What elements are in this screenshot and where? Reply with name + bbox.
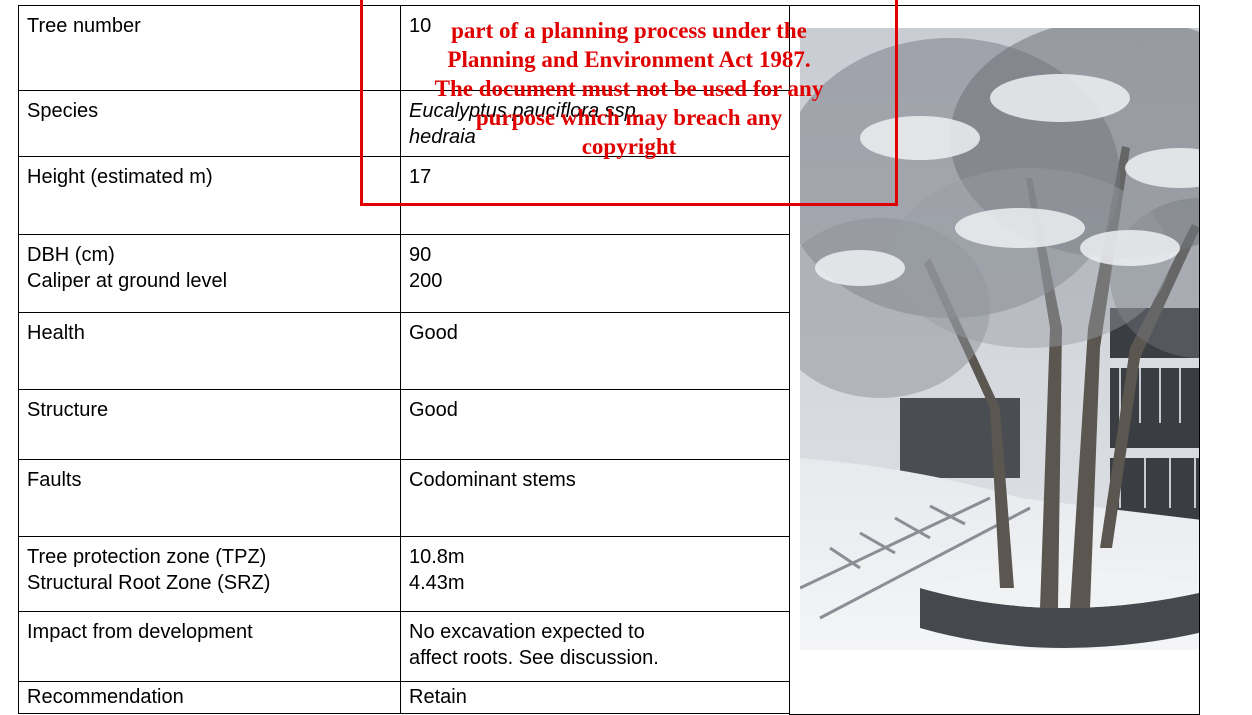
caliper-value: 200 — [409, 269, 443, 292]
table-row-height: Height (estimated m) 17 — [18, 156, 1200, 235]
value-impact: No excavation expected to affect roots. … — [400, 610, 790, 683]
label-health: Health — [18, 311, 401, 391]
value-species: Eucalyptus pauciflora ssp. hedraia — [400, 90, 790, 158]
value-dbh: 90 200 — [400, 233, 790, 313]
species-line-1: Eucalyptus pauciflora ssp. — [409, 100, 642, 123]
label-faults: Faults — [18, 458, 401, 538]
value-health: Good — [400, 311, 790, 391]
tree-photo — [800, 28, 1199, 650]
label-dbh: DBH (cm) Caliper at ground level — [18, 233, 401, 313]
table-row-tpz: Tree protection zone (TPZ) Structural Ro… — [18, 536, 1200, 612]
label-species: Species — [18, 90, 401, 158]
label-tpz: Tree protection zone (TPZ) Structural Ro… — [18, 536, 401, 612]
value-height: 17 — [400, 156, 790, 235]
dbh-label: DBH (cm) — [27, 243, 115, 266]
photo-cell — [789, 5, 1200, 715]
value-tpz: 10.8m 4.43m — [400, 536, 790, 612]
table-row-impact: Impact from development No excavation ex… — [18, 610, 1200, 683]
table-row-structure: Structure Good — [18, 389, 1200, 460]
table-row-health: Health Good — [18, 311, 1200, 391]
tpz-label: Tree protection zone (TPZ) — [27, 546, 267, 569]
table-row-faults: Faults Codominant stems — [18, 458, 1200, 538]
value-faults: Codominant stems — [400, 458, 790, 538]
species-line-2: hedraia — [409, 126, 476, 149]
tree-canopy — [800, 28, 1199, 398]
label-tree-number: Tree number — [18, 4, 401, 92]
tree-assessment-table: Tree number 10 — [18, 4, 1200, 715]
table-row-dbh: DBH (cm) Caliper at ground level 90 200 — [18, 233, 1200, 313]
srz-value: 4.43m — [409, 572, 465, 595]
impact-line-2: affect roots. See discussion. — [409, 646, 659, 669]
stairs — [800, 496, 1031, 620]
tpz-value: 10.8m — [409, 546, 465, 569]
value-recommendation: Retain — [400, 680, 790, 715]
value-tree-number: 10 — [400, 4, 790, 92]
label-impact: Impact from development — [18, 610, 401, 683]
label-structure: Structure — [18, 389, 401, 460]
table-row-recommendation: Recommendation Retain — [18, 680, 1200, 715]
label-height: Height (estimated m) — [18, 156, 401, 235]
table-row-tree-number: Tree number 10 — [18, 4, 1200, 715]
label-recommendation: Recommendation — [18, 680, 401, 715]
caliper-label: Caliper at ground level — [27, 269, 228, 292]
table-row-species: Species Eucalyptus pauciflora ssp. hedra… — [18, 90, 1200, 158]
stone-wall — [920, 567, 1199, 648]
srz-label: Structural Root Zone (SRZ) — [27, 572, 271, 595]
value-structure: Good — [400, 389, 790, 460]
impact-line-1: No excavation expected to — [409, 620, 645, 643]
dbh-value: 90 — [409, 243, 432, 266]
